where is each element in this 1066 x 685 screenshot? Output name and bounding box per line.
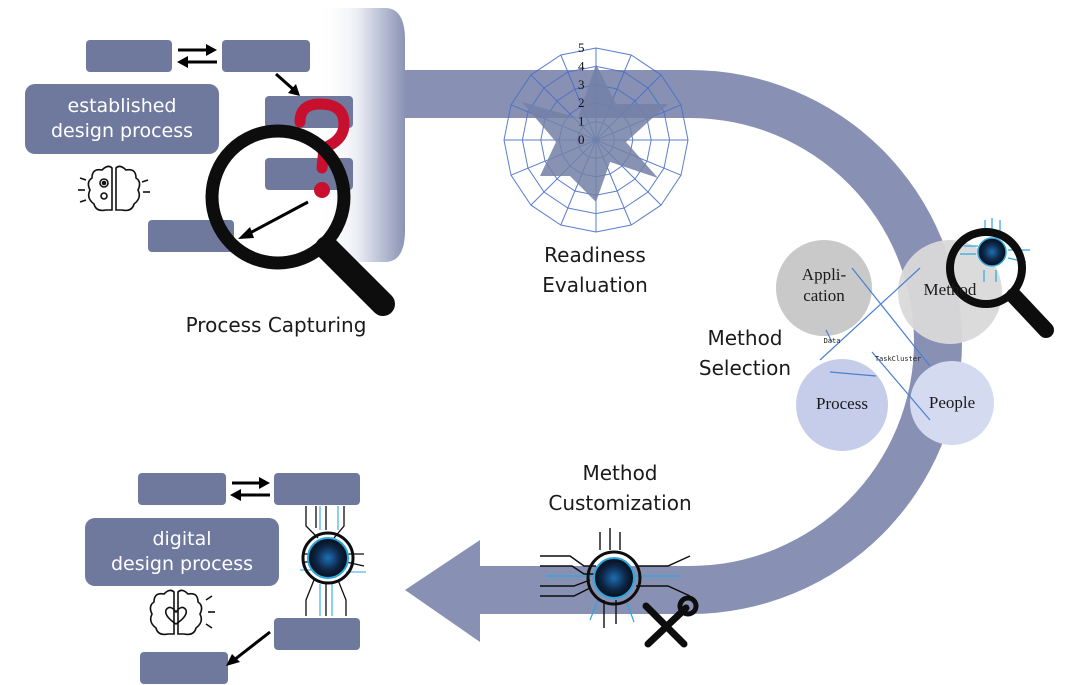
data-tag: Data bbox=[823, 337, 841, 345]
people-circle bbox=[910, 361, 994, 445]
radar-tick-label: 3 bbox=[578, 77, 585, 92]
process-circle bbox=[796, 359, 888, 451]
process-label: Process bbox=[816, 394, 868, 413]
flow-path bbox=[318, 8, 962, 642]
digital-process-group bbox=[85, 473, 366, 684]
magnifier-icon bbox=[205, 98, 395, 316]
box-label-line: design process bbox=[110, 553, 254, 575]
brain-gears-icon bbox=[78, 165, 150, 212]
label-line: Selection bbox=[698, 356, 792, 380]
ai-chip-icon bbox=[540, 528, 691, 628]
label-line: Method bbox=[582, 461, 658, 485]
brain-heart-icon bbox=[149, 589, 215, 636]
box-label-line: digital bbox=[152, 528, 212, 550]
method-customization-label: Method Customization bbox=[540, 458, 700, 518]
application-circle bbox=[776, 240, 872, 336]
magnifier-search-icon bbox=[946, 218, 1054, 338]
label-line: cation bbox=[803, 286, 845, 305]
established-process-group bbox=[25, 40, 353, 252]
process-step-box bbox=[138, 473, 226, 505]
arrow-icon bbox=[275, 72, 300, 96]
method-selection-diagram bbox=[776, 240, 1002, 451]
bidirectional-arrow-icon bbox=[177, 44, 217, 68]
label-line: Method bbox=[707, 326, 783, 350]
process-capturing-label: Process Capturing bbox=[185, 313, 367, 337]
radar-tick-label: 4 bbox=[578, 58, 585, 73]
established-process-label: established design process bbox=[25, 94, 219, 144]
readiness-evaluation-label: Readiness Evaluation bbox=[530, 240, 660, 300]
box-label-line: established bbox=[67, 95, 177, 117]
established-process-box bbox=[25, 84, 219, 154]
process-step-box bbox=[140, 652, 228, 684]
readiness-radar-chart: 5 4 3 2 1 0 bbox=[503, 40, 689, 233]
radar-area bbox=[522, 64, 668, 202]
method-circle bbox=[898, 240, 1002, 344]
radar-tick-label: 0 bbox=[578, 132, 585, 147]
process-step-box bbox=[222, 40, 310, 72]
method-label: Method bbox=[923, 280, 977, 299]
process-step-box bbox=[274, 618, 360, 650]
digital-process-label: digital design process bbox=[85, 527, 279, 577]
wrench-screwdriver-icon bbox=[642, 595, 699, 648]
process-step-box bbox=[274, 473, 360, 505]
radar-tick-label: 1 bbox=[578, 114, 585, 129]
arrow-icon bbox=[226, 630, 271, 666]
label-line: Customization bbox=[548, 491, 692, 515]
taskcluster-tag: TaskCluster bbox=[874, 355, 922, 363]
method-selection-label: Method Selection bbox=[690, 323, 800, 383]
digital-process-box bbox=[85, 518, 279, 586]
radar-tick-label: 5 bbox=[578, 40, 585, 55]
people-label: People bbox=[928, 393, 976, 412]
label-line: Readiness bbox=[544, 243, 646, 267]
question-mark-icon bbox=[314, 182, 330, 198]
box-label-line: design process bbox=[50, 120, 194, 142]
application-label: Appli- cation bbox=[784, 264, 864, 306]
radar-tick-label: 2 bbox=[578, 95, 585, 110]
ai-chip-icon bbox=[300, 506, 366, 616]
label-line: Evaluation bbox=[542, 273, 648, 297]
label-line: Appli- bbox=[801, 265, 847, 284]
bidirectional-arrow-icon bbox=[230, 477, 270, 501]
process-step-box bbox=[86, 40, 172, 72]
